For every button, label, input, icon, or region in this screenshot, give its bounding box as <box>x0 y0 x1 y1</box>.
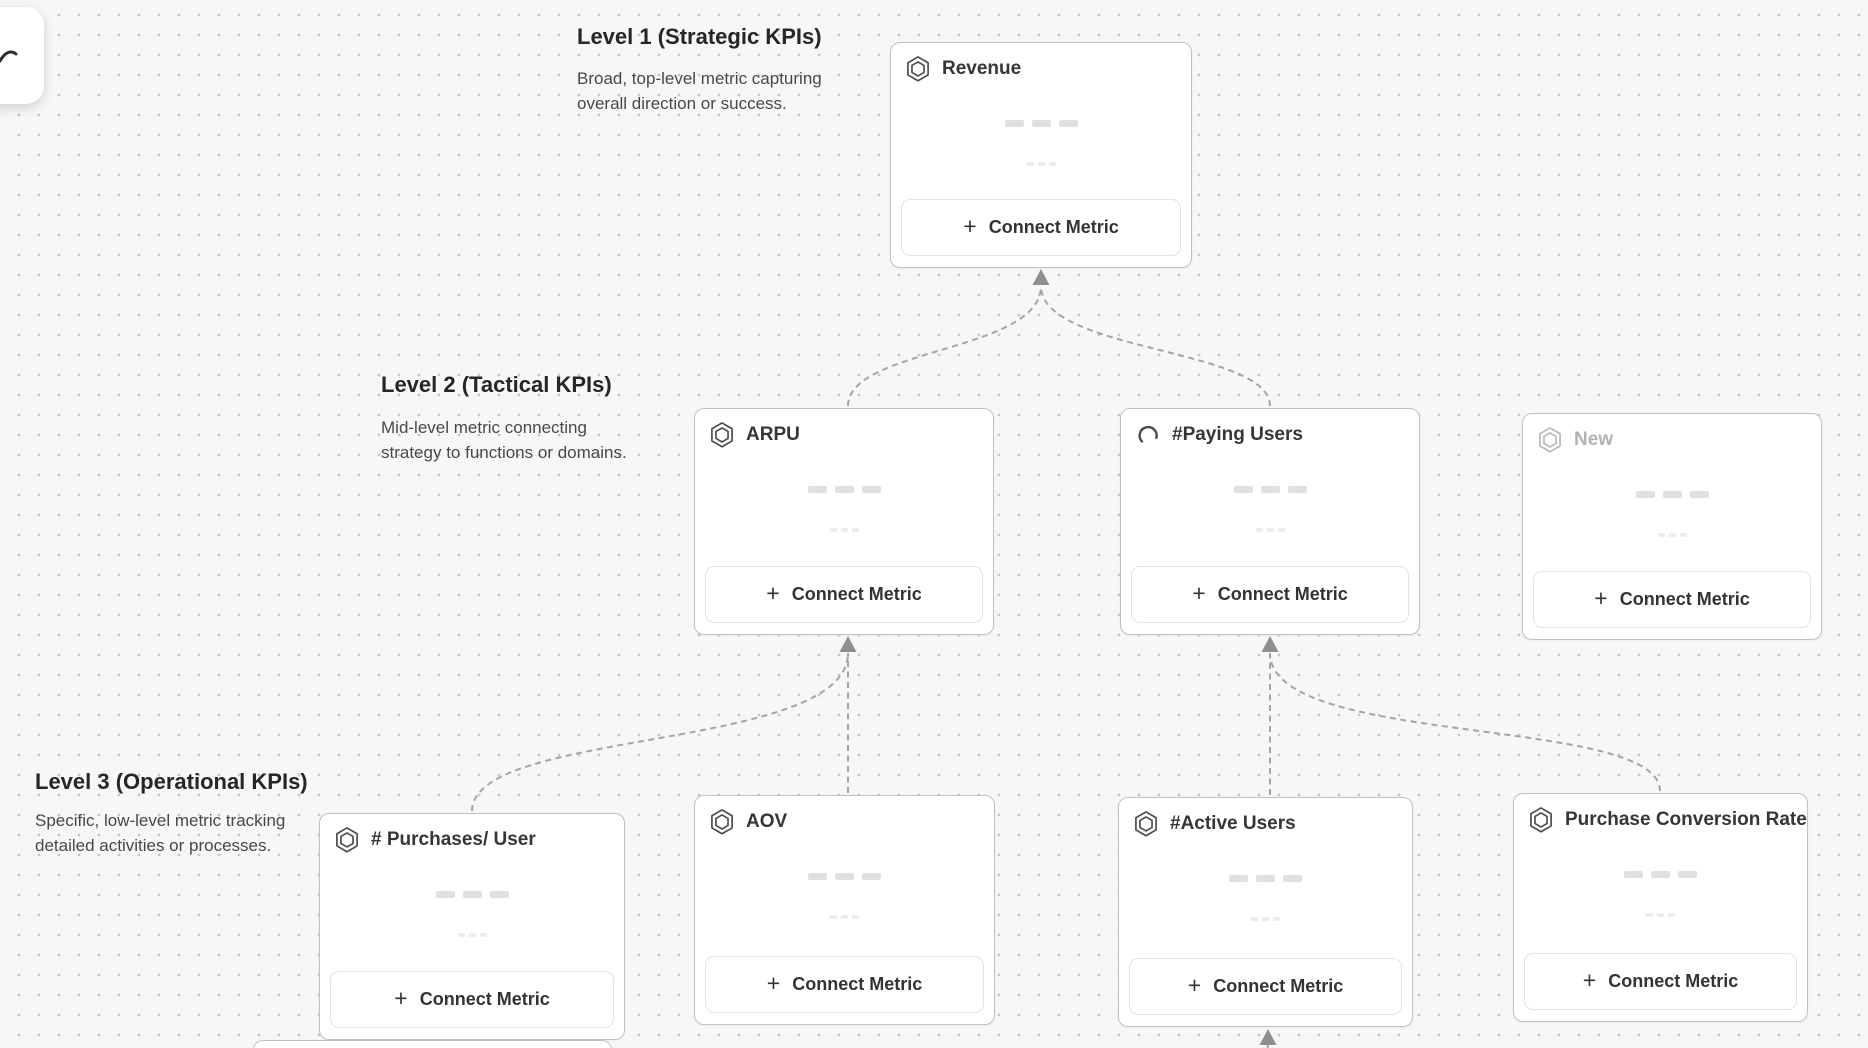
connect-metric-button[interactable]: + Connect Metric <box>705 956 984 1013</box>
level-2-title: Level 2 (Tactical KPIs) <box>381 372 612 397</box>
plus-icon: + <box>766 970 781 996</box>
arrowhead-into-payingusers <box>1261 636 1279 652</box>
connect-metric-label: Connect Metric <box>791 584 922 604</box>
card-header: ARPU <box>710 422 800 448</box>
metric-skeleton <box>891 120 1191 127</box>
card-title: #Active Users <box>1170 813 1296 834</box>
plus-icon: + <box>766 580 780 606</box>
card-header: #Active Users <box>1134 811 1296 837</box>
partial-card-offscreen[interactable] <box>253 1040 612 1048</box>
level-3-description: Specific, low-level metric tracking deta… <box>35 811 286 855</box>
plus-icon: + <box>1187 972 1202 998</box>
card-header: New <box>1538 427 1613 453</box>
metric-skeleton <box>1119 917 1412 921</box>
card-header: AOV <box>710 809 787 835</box>
metric-hexagon-icon <box>906 56 930 82</box>
level-2-description: Mid-level metric connecting strategy to … <box>381 418 627 462</box>
card-title: Purchase Conversion Rate <box>1565 809 1807 830</box>
level-1-header: Level 1 (Strategic KPIs) Broad, top-leve… <box>577 24 822 113</box>
floating-panel-partial[interactable] <box>0 7 44 104</box>
metric-skeleton <box>695 873 994 880</box>
metric-skeleton <box>1523 533 1821 537</box>
plus-icon: + <box>963 213 977 239</box>
connector-payingusers-to-revenue <box>1040 285 1271 407</box>
card-title: # Purchases/ User <box>371 829 536 850</box>
plus-icon: + <box>1594 585 1608 611</box>
metric-card-arpu[interactable]: ARPU + Connect Metric <box>694 408 994 635</box>
card-title: ARPU <box>746 424 800 445</box>
connect-metric-button[interactable]: + Connect Metric <box>330 971 614 1028</box>
level-2-header: Level 2 (Tactical KPIs) Mid-level metric… <box>381 372 627 462</box>
metric-card-purchase-conversion-rate[interactable]: Purchase Conversion Rate + Connect Metri… <box>1513 793 1808 1022</box>
card-header: #Paying Users <box>1136 422 1303 448</box>
metric-skeleton <box>1121 528 1419 532</box>
card-title: Revenue <box>942 58 1022 79</box>
metric-skeleton <box>1514 871 1807 878</box>
card-title: AOV <box>746 811 788 832</box>
arrowhead-into-revenue <box>1032 269 1050 285</box>
metric-skeleton <box>695 528 993 532</box>
metric-card-new[interactable]: New + Connect Metric <box>1522 413 1822 640</box>
metric-card-aov[interactable]: AOV + Connect Metric <box>694 795 995 1025</box>
connector-arpu-to-revenue <box>847 285 1042 407</box>
metric-skeleton <box>695 915 994 919</box>
connect-metric-label: Connect Metric <box>1608 971 1739 991</box>
level-1-title: Level 1 (Strategic KPIs) <box>577 24 822 49</box>
metric-skeleton <box>1121 486 1419 493</box>
metric-card-active-users[interactable]: #Active Users + Connect Metric <box>1118 797 1413 1027</box>
metric-skeleton <box>891 162 1191 166</box>
plus-icon: + <box>1582 967 1597 993</box>
level-3-title: Level 3 (Operational KPIs) <box>35 769 308 794</box>
connect-metric-label: Connect Metric <box>988 217 1119 237</box>
connector-purchasesuser-to-arpu <box>471 652 849 812</box>
metric-hexagon-icon <box>710 809 734 835</box>
metric-hexagon-icon <box>1529 807 1553 833</box>
metric-hexagon-icon <box>1134 811 1158 837</box>
connect-metric-button[interactable]: + Connect Metric <box>1524 953 1797 1010</box>
metric-skeleton <box>1119 875 1412 882</box>
level-3-header: Level 3 (Operational KPIs) Specific, low… <box>35 769 308 855</box>
metric-skeleton <box>695 486 993 493</box>
metric-skeleton <box>1523 491 1821 498</box>
arrowhead-into-activeusers <box>1259 1029 1277 1045</box>
card-title: New <box>1574 429 1614 450</box>
metric-card-paying-users[interactable]: #Paying Users + Connect Metric <box>1120 408 1420 635</box>
card-header: Purchase Conversion Rate <box>1529 807 1807 833</box>
connect-metric-button[interactable]: + Connect Metric <box>901 199 1181 256</box>
connect-metric-button[interactable]: + Connect Metric <box>1131 566 1409 623</box>
card-header: Revenue <box>906 56 1021 82</box>
connect-metric-label: Connect Metric <box>1619 589 1750 609</box>
connect-metric-label: Connect Metric <box>1217 584 1348 604</box>
connect-metric-button[interactable]: + Connect Metric <box>1533 571 1811 628</box>
plus-icon: + <box>394 985 408 1011</box>
metric-hexagon-icon <box>1538 427 1562 453</box>
connect-metric-label: Connect Metric <box>419 989 550 1009</box>
cursor-stroke-icon <box>0 50 18 63</box>
plus-icon: + <box>1192 580 1206 606</box>
level-1-description: Broad, top-level metric capturing overal… <box>577 69 822 113</box>
arrowhead-into-arpu <box>839 636 857 652</box>
metric-card-purchases-per-user[interactable]: # Purchases/ User + Connect Metric <box>319 813 625 1040</box>
connect-metric-label: Connect Metric <box>1213 976 1344 996</box>
metric-hexagon-icon <box>710 422 734 448</box>
card-header: # Purchases/ User <box>335 827 536 853</box>
connect-metric-button[interactable]: + Connect Metric <box>705 566 983 623</box>
connect-metric-label: Connect Metric <box>792 974 923 994</box>
connector-pcr-to-payingusers <box>1269 652 1661 792</box>
metric-skeleton <box>320 891 624 898</box>
metric-hexagon-icon <box>335 827 359 853</box>
loading-spinner-icon <box>1136 422 1160 448</box>
connect-metric-button[interactable]: + Connect Metric <box>1129 958 1402 1015</box>
metric-card-revenue[interactable]: Revenue + Connect Metric <box>890 42 1192 268</box>
metric-skeleton <box>1514 913 1807 917</box>
card-title: #Paying Users <box>1172 424 1303 445</box>
metric-skeleton <box>320 933 624 937</box>
